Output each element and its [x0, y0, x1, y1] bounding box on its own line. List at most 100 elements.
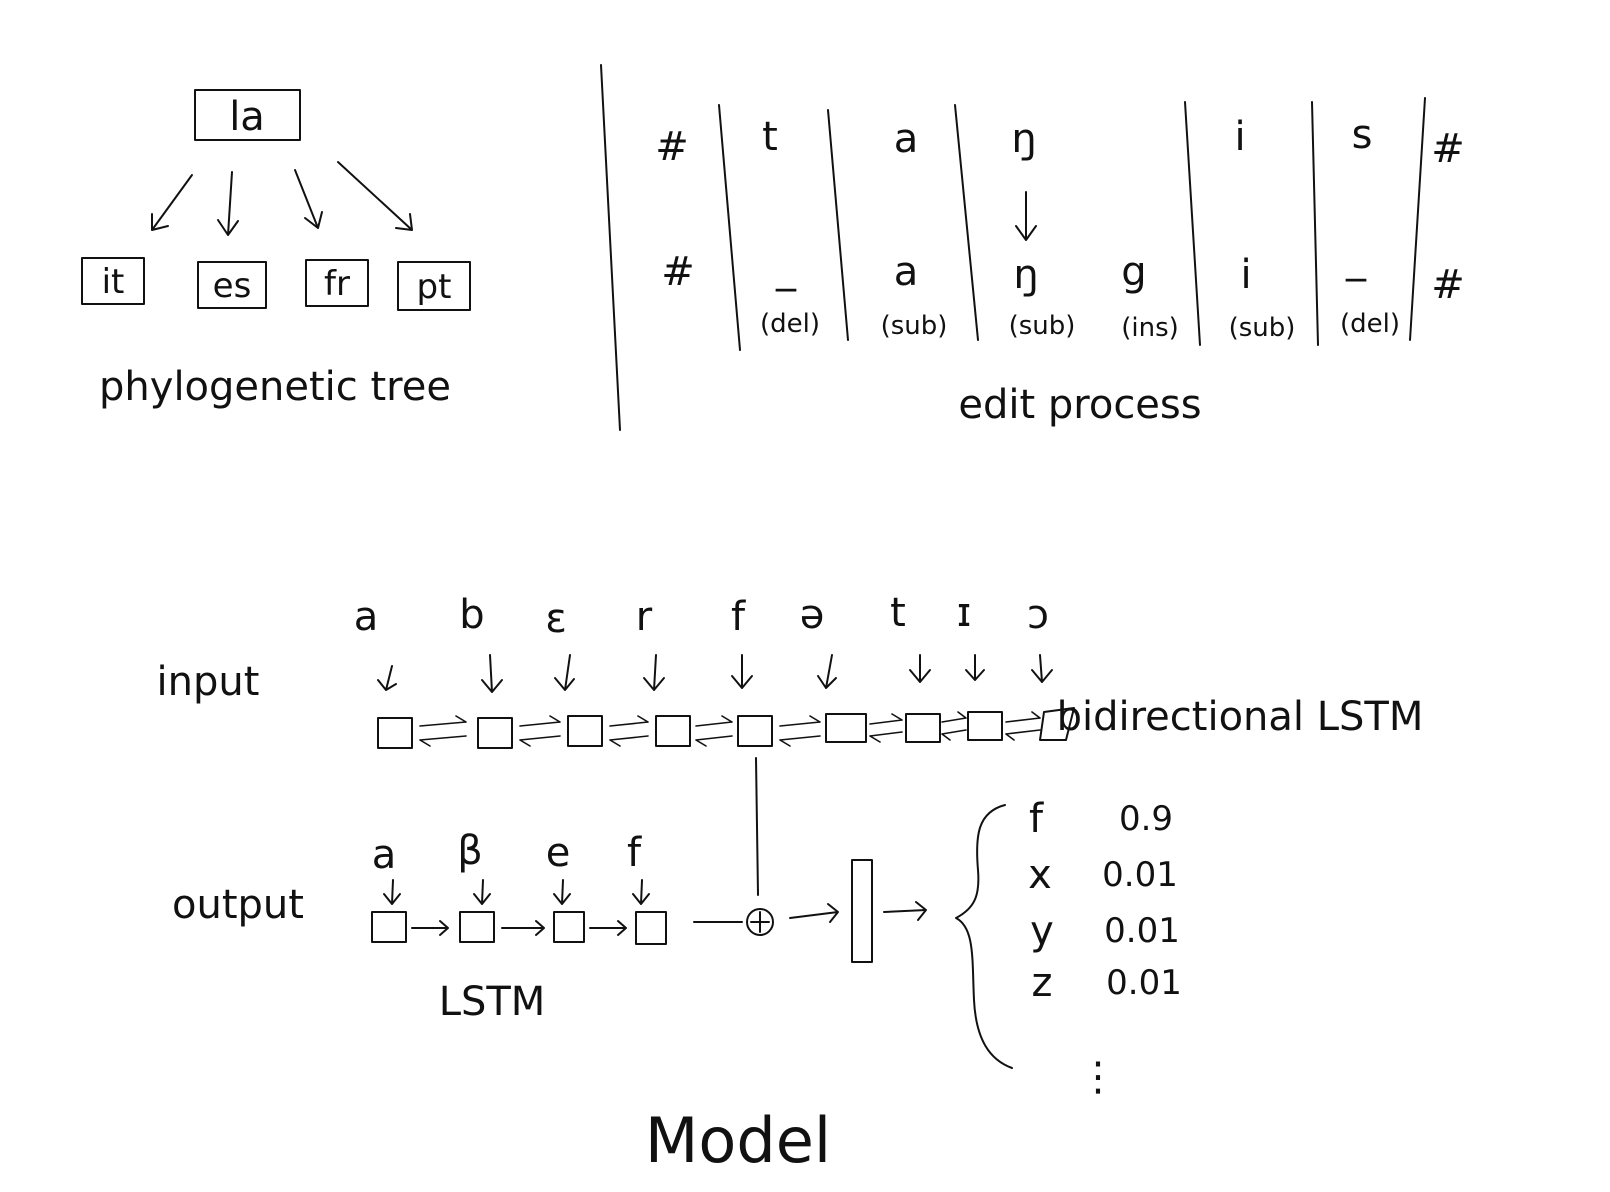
tree-root-label: la: [229, 94, 265, 140]
output-token: e: [546, 830, 571, 876]
bilstm-arrow-pair: [519, 715, 561, 747]
tree-arrow-fr: [294, 169, 323, 229]
input-arrow: [1031, 654, 1053, 683]
input-arrow: [377, 665, 397, 691]
tree-leaf-it: it: [102, 262, 125, 302]
input-token: t: [890, 590, 906, 636]
tree-arrow-it: [151, 174, 193, 231]
distribution-prob: 0.01: [1102, 855, 1178, 895]
bilstm-label: bidirectional LSTM: [1057, 694, 1424, 740]
projection-layer: [851, 859, 873, 963]
input-token: ɪ: [957, 590, 972, 636]
tree-leaf-box-es: [197, 261, 267, 309]
distribution-symbol: x: [1028, 852, 1052, 898]
model: input output a b ɛ r f ə t ɪ ɔ: [157, 590, 1424, 1177]
concat-arrow: [789, 903, 839, 923]
edit-boundary-bottom-left: #: [661, 249, 695, 295]
tree-leaf-box-pt: [397, 261, 471, 311]
lstm-cell: [459, 911, 495, 943]
edit-boundary-bottom-right: #: [1431, 262, 1465, 308]
tree-caption: phylogenetic tree: [99, 364, 451, 410]
bilstm-cell: [377, 717, 413, 749]
distribution-symbol: f: [1029, 796, 1044, 842]
distribution-brace: [955, 804, 1013, 1069]
input-token: ɛ: [545, 596, 567, 642]
edit-op-label: (sub): [1009, 311, 1076, 341]
concat-plus-icon: [750, 911, 770, 933]
output-arrow: [632, 879, 650, 905]
output-arrow: [473, 879, 491, 905]
distribution-symbol: z: [1032, 960, 1053, 1006]
lstm-arrow: [589, 920, 627, 936]
edit-target-char: ŋ: [1013, 252, 1038, 298]
tree-arrow-pt: [337, 161, 413, 231]
edit-source-char: a: [894, 116, 919, 162]
input-token: b: [459, 592, 484, 638]
lstm-arrow: [501, 920, 545, 936]
bilstm-arrow-pair: [419, 715, 467, 747]
attention-line: [755, 757, 759, 896]
bilstm-arrow-pair: [1005, 711, 1041, 741]
edit-op-label: (sub): [881, 311, 948, 341]
edit-boundary-top-left: #: [655, 124, 689, 170]
edit-boundary-top-right: #: [1431, 126, 1465, 172]
output-token: f: [627, 830, 642, 876]
model-title: Model: [645, 1104, 831, 1177]
output-arrow: [383, 879, 401, 905]
edit-source-char: i: [1234, 114, 1245, 160]
bilstm-cell: [477, 717, 513, 749]
edit-target-char: i: [1240, 252, 1251, 298]
distribution-prob: 0.01: [1104, 911, 1180, 951]
edit-source-char: t: [762, 114, 778, 160]
edit-op-label: (ins): [1121, 313, 1179, 343]
input-token: ə: [800, 592, 825, 638]
lstm-label: LSTM: [439, 979, 546, 1025]
edit-target-char: g: [1121, 249, 1146, 295]
edit-source-char: s: [1352, 112, 1373, 158]
input-arrow: [731, 654, 753, 689]
input-label: input: [157, 659, 260, 705]
edit-op-label: (del): [760, 309, 820, 339]
bilstm-arrow-pair: [609, 715, 649, 747]
edit-down-arrow: [1015, 191, 1037, 241]
input-token: a: [354, 594, 379, 640]
edit-process: # # # # t a ŋ i s _ a ŋ g i _ (del) (sub…: [655, 97, 1465, 428]
bilstm-cell: [737, 715, 773, 747]
edit-caption: edit process: [958, 382, 1201, 428]
tree-leaf-fr: fr: [324, 264, 350, 304]
bilstm-cell: [1039, 707, 1075, 741]
bilstm-arrow-pair: [695, 715, 733, 747]
bilstm-cell: [905, 713, 941, 743]
distribution-prob: 0.9: [1119, 799, 1173, 839]
edit-column-divider: [1409, 97, 1426, 341]
edit-op-label: (sub): [1229, 313, 1296, 343]
output-token: a: [372, 832, 397, 878]
tree-arrow-es: [217, 171, 239, 236]
bilstm-cell: [655, 715, 691, 747]
edit-target-char: _: [1345, 236, 1367, 282]
input-token: ɔ: [1027, 592, 1049, 638]
input-arrow: [909, 654, 931, 683]
tree-root-box: [194, 89, 301, 141]
input-arrow: [481, 654, 503, 693]
lstm-cell: [371, 911, 407, 943]
tree-leaf-es: es: [213, 266, 252, 306]
tree-leaf-box-it: [81, 257, 145, 305]
bilstm-arrow-pair: [779, 715, 821, 747]
bilstm-cell: [567, 715, 603, 747]
edit-target-char: _: [775, 246, 797, 292]
section-divider: [600, 64, 621, 431]
distribution-prob: 0.01: [1106, 963, 1182, 1003]
lstm-cell: [553, 911, 585, 943]
edit-source-char: ŋ: [1011, 116, 1036, 162]
lstm-cell: [635, 911, 667, 945]
distribution-symbol: y: [1030, 908, 1054, 954]
input-token: r: [636, 594, 653, 640]
edit-column-divider: [1311, 101, 1319, 346]
edit-column-divider: [827, 109, 849, 341]
edit-column-divider: [1184, 101, 1201, 346]
projection-arrow: [883, 901, 927, 921]
output-arrow: [553, 879, 571, 905]
input-arrow: [965, 654, 985, 681]
